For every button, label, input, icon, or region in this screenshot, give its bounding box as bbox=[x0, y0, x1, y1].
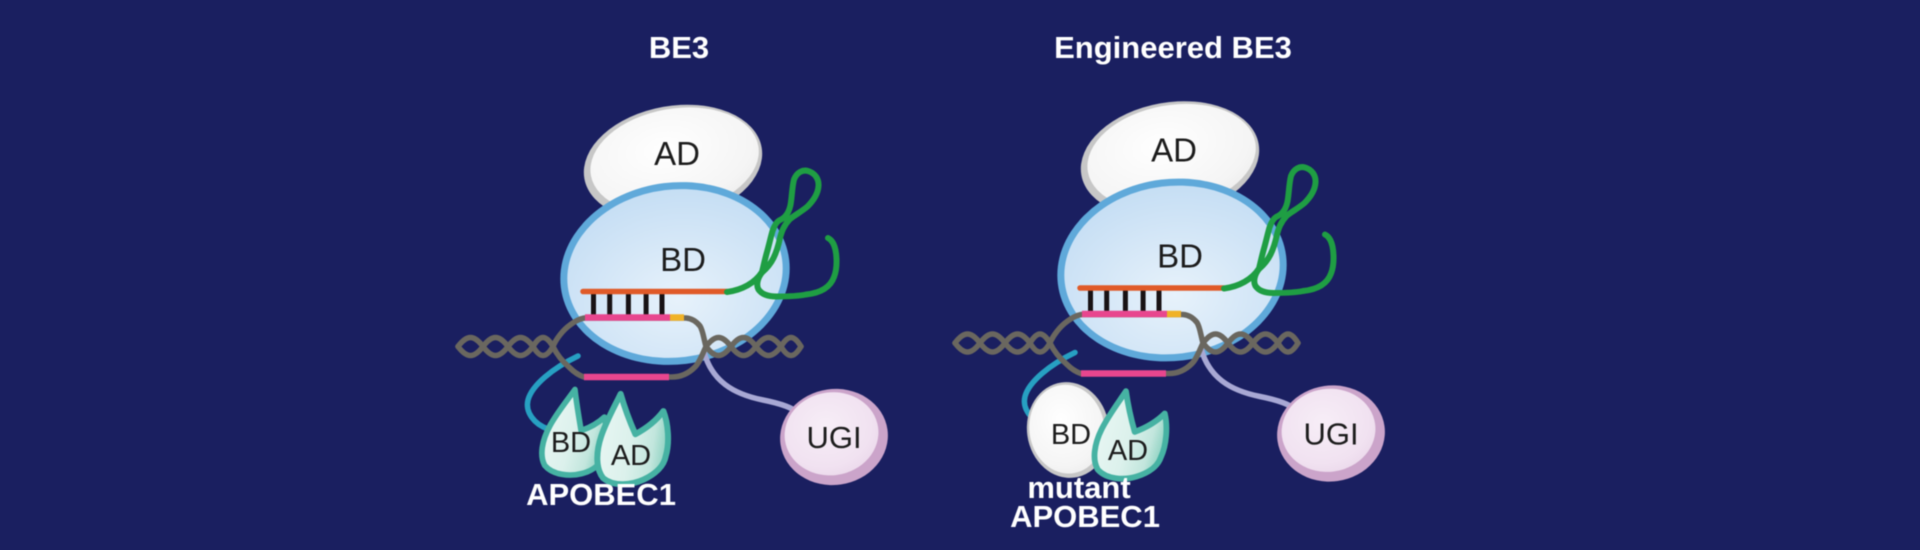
svg-text:Engineered BE3: Engineered BE3 bbox=[1054, 30, 1292, 65]
svg-text:BE3: BE3 bbox=[649, 30, 709, 65]
svg-text:BD: BD bbox=[551, 427, 591, 459]
svg-text:AD: AD bbox=[1108, 435, 1148, 467]
svg-text:BD: BD bbox=[1051, 419, 1091, 451]
svg-text:mutant: mutant bbox=[1027, 470, 1130, 505]
svg-text:APOBEC1: APOBEC1 bbox=[1010, 499, 1160, 534]
svg-text:AD: AD bbox=[611, 440, 651, 472]
svg-text:APOBEC1: APOBEC1 bbox=[526, 477, 676, 512]
